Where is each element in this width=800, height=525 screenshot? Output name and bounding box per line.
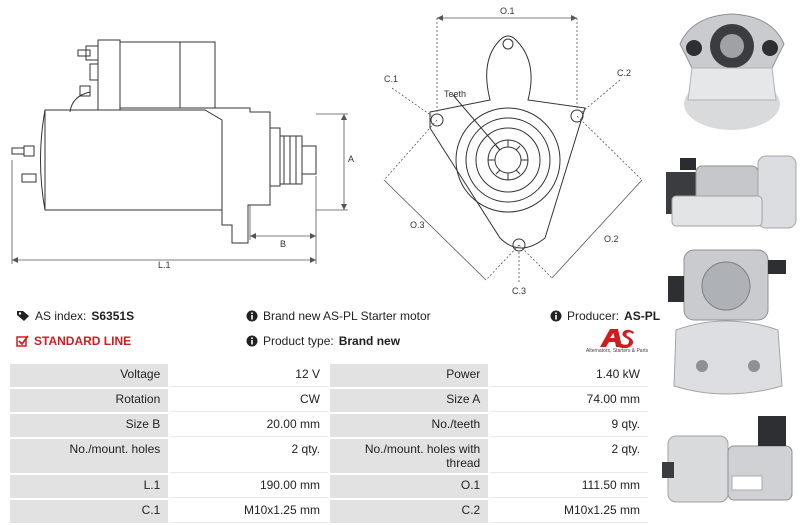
info-icon <box>246 310 258 322</box>
spec-label: Rotation <box>10 389 169 412</box>
logo-subtitle: Alternators, Starters & Parts <box>585 348 649 354</box>
product-description: Brand new AS-PL Starter motor <box>263 309 431 323</box>
producer-row: Producer: AS-PL <box>550 309 660 323</box>
spec-value: 111.50 mm <box>490 475 648 498</box>
spec-value: CW <box>170 389 328 412</box>
spec-value: M10x1.25 mm <box>490 500 648 523</box>
as-index-row: AS index: S6351S <box>16 309 134 323</box>
starter-photo-rear-view[interactable] <box>662 246 800 402</box>
spec-value: 74.00 mm <box>490 389 648 412</box>
spec-label: No./mount. holes <box>10 439 169 473</box>
standard-line-row: STANDARD LINE <box>16 334 131 348</box>
spec-label: C.2 <box>329 500 489 523</box>
spec-label: Size B <box>10 414 169 437</box>
spec-label: L.1 <box>10 475 169 498</box>
table-row: Size B 20.00 mm No./teeth 9 qty. <box>10 414 648 437</box>
specifications-table: Voltage 12 V Power 1.40 kW Rotation CW S… <box>8 362 650 525</box>
checkbox-checked-icon <box>16 335 29 347</box>
spec-label: Size A <box>329 389 489 412</box>
spec-label: Power <box>329 364 489 387</box>
product-type-row: Product type: Brand new <box>246 334 400 348</box>
dim-label-a: A <box>348 154 354 164</box>
producer-label: Producer: <box>567 309 620 323</box>
starter-photo-side-view[interactable] <box>662 136 800 242</box>
dim-label-c3: C.3 <box>512 286 526 296</box>
spec-label: O.1 <box>329 475 489 498</box>
dim-label-teeth: Teeth <box>444 89 466 99</box>
spec-value: 190.00 mm <box>170 475 328 498</box>
as-index-label: AS index: <box>35 309 87 323</box>
starter-dimension-diagram: L.1 B A <box>11 6 643 296</box>
spec-label: No./mount. holes with thread <box>329 439 489 473</box>
spec-value: 2 qty. <box>170 439 328 473</box>
product-type-label: Product type: <box>263 334 334 348</box>
product-type-value: Brand new <box>338 334 401 348</box>
spec-label: C.1 <box>10 500 169 523</box>
spec-value: 20.00 mm <box>170 414 328 437</box>
producer-value: AS-PL <box>624 309 661 323</box>
as-logo-mark <box>600 329 634 348</box>
dim-label-l1: L.1 <box>158 260 171 270</box>
as-index-value: S6351S <box>91 309 135 323</box>
table-row: C.1 M10x1.25 mm C.2 M10x1.25 mm <box>10 500 648 523</box>
standard-line-label: STANDARD LINE <box>34 334 132 348</box>
product-photos <box>662 0 800 523</box>
info-icon <box>246 335 258 347</box>
spec-value: 9 qty. <box>490 414 648 437</box>
table-row: L.1 190.00 mm O.1 111.50 mm <box>10 475 648 498</box>
spec-value: 2 qty. <box>490 439 648 473</box>
dim-label-b: B <box>280 239 286 249</box>
starter-photo-front-view[interactable] <box>662 4 800 132</box>
dim-label-o1: O.1 <box>500 6 515 16</box>
dim-label-c2: C.2 <box>617 68 631 78</box>
dim-label-o2: O.2 <box>604 234 619 244</box>
spec-value: 1.40 kW <box>490 364 648 387</box>
spec-value: M10x1.25 mm <box>170 500 328 523</box>
technical-drawings: L.1 B A <box>0 0 660 300</box>
tag-icon <box>17 311 29 321</box>
description-row: Brand new AS-PL Starter motor <box>246 309 431 323</box>
spec-label: No./teeth <box>329 414 489 437</box>
starter-photo-angle-view[interactable] <box>662 406 800 520</box>
info-icon <box>550 310 562 322</box>
table-row: Voltage 12 V Power 1.40 kW <box>10 364 648 387</box>
spec-label: Voltage <box>10 364 169 387</box>
as-pl-logo: Alternators, Starters & Parts <box>584 328 650 358</box>
table-row: No./mount. holes 2 qty. No./mount. holes… <box>10 439 648 473</box>
dim-label-o3: O.3 <box>410 220 425 230</box>
spec-value: 12 V <box>170 364 328 387</box>
table-row: Rotation CW Size A 74.00 mm <box>10 389 648 412</box>
dim-label-c1: C.1 <box>384 74 398 84</box>
